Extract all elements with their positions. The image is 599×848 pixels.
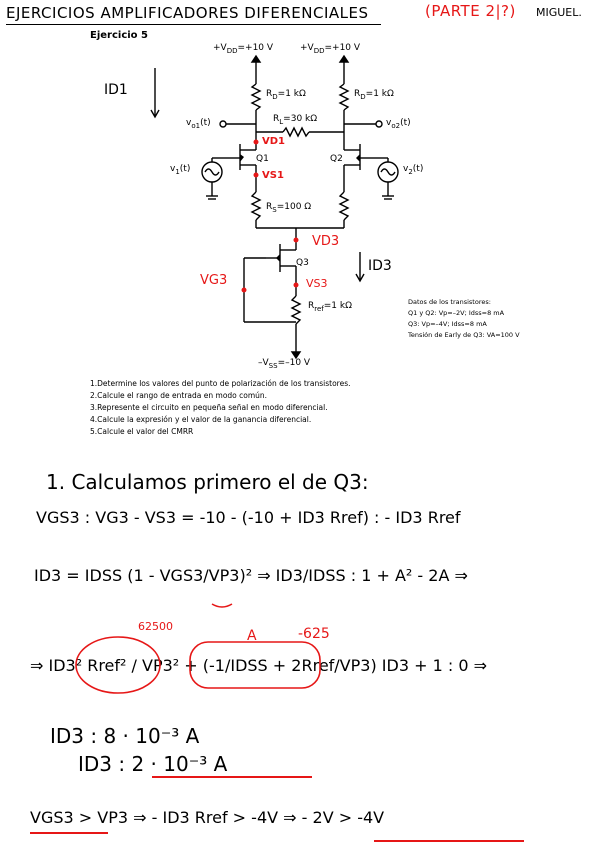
questions-list: 1.Determine los valores del punto de pol… <box>90 378 350 438</box>
equation-vgs3: VGS3 : VG3 - VS3 = -10 - (-10 + ID3 Rref… <box>36 508 461 527</box>
annotation-vd1: VD1 <box>262 136 285 147</box>
q1-label: Q1 <box>256 154 269 164</box>
circuit-diagram <box>150 54 399 360</box>
condition-check: VGS3 > VP3 ⇒ - ID3 Rref > -4V ⇒ - 2V > -… <box>30 808 385 827</box>
annotation-vg3: VG3 <box>200 273 228 288</box>
annotation-id1: ID1 <box>104 82 128 98</box>
annotation-vs1: VS1 <box>262 170 284 181</box>
annotation-id3: ID3 <box>368 258 392 274</box>
annotation-a: A <box>247 628 257 644</box>
question-item: 5.Calcule el valor del CMRR <box>90 427 194 436</box>
question-item: 2.Calcule el rango de entrada en modo co… <box>90 391 268 400</box>
transistor-data: Datos de los transistores: Q1 y Q2: Vp=–… <box>408 297 520 341</box>
vdd-right-label: +VDD=+10 V <box>300 43 361 55</box>
vss-label: –VSS=–10 V <box>258 358 311 370</box>
rl-label: RL=30 kΩ <box>273 114 318 126</box>
q3-label: Q3 <box>296 258 309 268</box>
vdd-left-label: +VDD=+10 V <box>213 43 274 55</box>
annotation-62500: 62500 <box>138 620 173 633</box>
q2-label: Q2 <box>330 154 343 164</box>
condition-underline-right <box>374 840 524 842</box>
annotation-vd3: VD3 <box>312 234 340 249</box>
question-item: 1.Determine los valores del punto de pol… <box>90 379 351 388</box>
rref-label: Rref=1 kΩ <box>308 301 352 313</box>
rd-left-label: RD=1 kΩ <box>266 89 306 101</box>
exercise-title: Ejercicio 5 <box>90 30 148 41</box>
annotation-minus-625: -625 <box>298 626 330 642</box>
rd-right-label: RD=1 kΩ <box>354 89 394 101</box>
equation-quadratic: ⇒ ID3² Rref² / VP3² + (-1/IDSS + 2Rref/V… <box>30 656 487 675</box>
vo2-label: vo2(t) <box>386 118 411 130</box>
data-line-3: Tensión de Early de Q3: VA=100 V <box>408 331 520 339</box>
question-item: 3.Represente el circuito en pequeña seña… <box>90 403 328 412</box>
result-underline <box>152 776 312 778</box>
result-id3-second: ID3 : 2 · 10⁻³ A <box>78 752 228 776</box>
solution-step: 1. Calculamos primero el de Q3: <box>46 470 369 494</box>
part-label: (PARTE 2|?) <box>425 2 516 20</box>
page-title: EJERCICIOS AMPLIFICADORES DIFERENCIALES <box>6 4 369 22</box>
result-id3-first: ID3 : 8 · 10⁻³ A <box>50 724 200 748</box>
v1-label: v1(t) <box>170 164 191 176</box>
equation-id3: ID3 = IDSS (1 - VGS3/VP3)² ⇒ ID3/IDSS : … <box>34 566 468 585</box>
title-underline <box>6 24 381 25</box>
data-line-1: Q1 y Q2: Vp=–2V; Idss=8 mA <box>408 309 505 317</box>
data-title: Datos de los transistores: <box>408 298 491 306</box>
annotation-vs3: VS3 <box>306 277 328 290</box>
data-line-2: Q3: Vp=–4V; Idss=8 mA <box>408 320 487 328</box>
v2-label: v2(t) <box>403 164 424 176</box>
condition-underline-left <box>30 832 108 834</box>
vo1-label: vo1(t) <box>186 118 211 130</box>
question-item: 4.Calcule la expresión y el valor de la … <box>90 415 312 424</box>
rs-label: RS=100 Ω <box>266 202 312 214</box>
author-name: MIGUEL. <box>536 6 582 19</box>
